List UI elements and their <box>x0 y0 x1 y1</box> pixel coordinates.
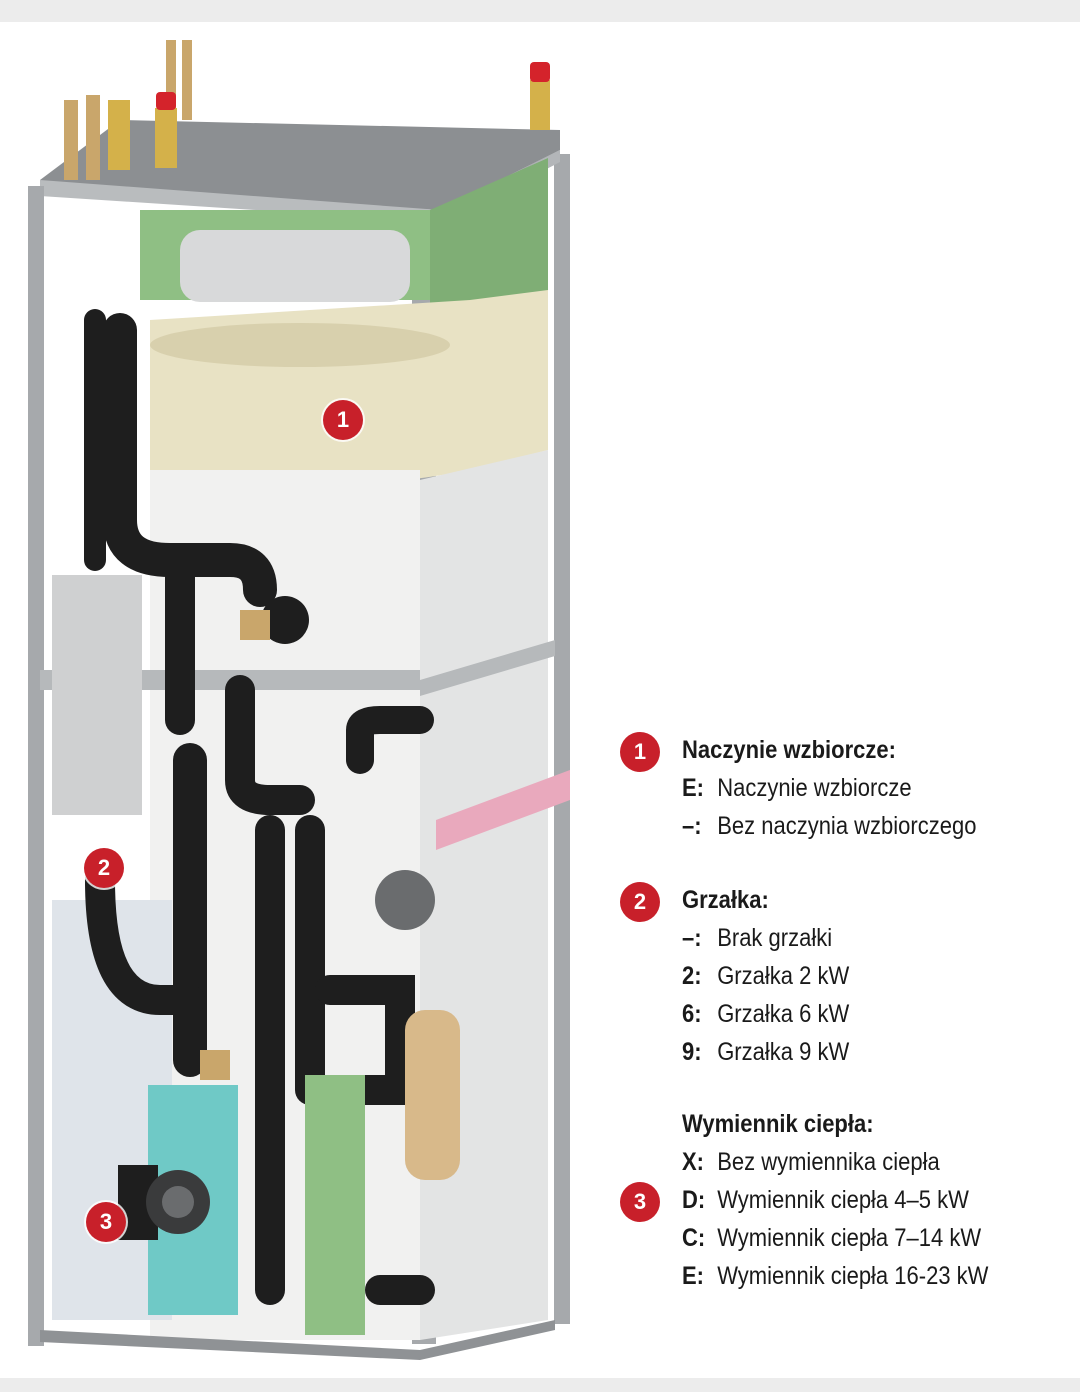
pink-bar <box>436 770 570 850</box>
legend-option: –: Brak grzałki <box>682 924 832 953</box>
top-frame-bar <box>0 0 1080 22</box>
option-label: Wymiennik ciepła 16-23 kW <box>717 1262 989 1290</box>
heat-pump-illustration <box>28 40 570 1360</box>
option-code: –: <box>682 812 702 840</box>
legend-option: D: Wymiennik ciepła 4–5 kW <box>682 1186 969 1215</box>
connector-pipe <box>64 100 78 180</box>
option-label: Wymiennik ciepła 7–14 kW <box>717 1224 982 1252</box>
option-code: D: <box>682 1186 706 1214</box>
expansion-vessel <box>180 230 410 302</box>
green-column <box>305 1075 365 1335</box>
option-code: E: <box>682 1262 704 1290</box>
legend-option: X: Bez wymiennika ciepła <box>682 1148 940 1177</box>
option-code: 6: <box>682 1000 702 1028</box>
callout-marker-3: 3 <box>86 1202 126 1242</box>
option-code: 2: <box>682 962 702 990</box>
legend-option: 2: Grzałka 2 kW <box>682 962 849 991</box>
option-label: Grzałka 6 kW <box>717 1000 850 1028</box>
legend-heading: Naczynie wzbiorcze: <box>682 736 896 764</box>
heater-cylinder <box>52 575 142 815</box>
legend-marker-1: 1 <box>620 732 660 772</box>
callout-marker-2: 2 <box>84 848 124 888</box>
legend-option: 9: Grzałka 9 kW <box>682 1038 849 1067</box>
legend-marker-3: 3 <box>620 1182 660 1222</box>
option-label: Bez wymiennika ciepła <box>717 1148 940 1176</box>
option-code: –: <box>682 924 702 952</box>
legend-option: E: Naczynie wzbiorcze <box>682 774 912 803</box>
brass-vessel <box>405 1010 460 1180</box>
legend-marker-2: 2 <box>620 882 660 922</box>
bottom-frame-bar <box>0 1378 1080 1392</box>
safety-valve-cap <box>156 92 176 110</box>
option-label: Bez naczynia wzbiorczego <box>717 812 977 840</box>
option-label: Wymiennik ciepła 4–5 kW <box>717 1186 969 1214</box>
legend-option: E: Wymiennik ciepła 16-23 kW <box>682 1262 988 1291</box>
legend-option: 6: Grzałka 6 kW <box>682 1000 849 1029</box>
circulation-pump <box>261 596 309 644</box>
option-code: C: <box>682 1224 706 1252</box>
frame-left-post <box>28 186 44 1346</box>
legend-heading: Wymiennik ciepła: <box>682 1110 874 1138</box>
legend-option: –: Bez naczynia wzbiorczego <box>682 812 976 841</box>
option-label: Naczynie wzbiorcze <box>717 774 912 802</box>
legend-option: C: Wymiennik ciepła 7–14 kW <box>682 1224 981 1253</box>
option-label: Brak grzałki <box>717 924 833 952</box>
option-label: Grzałka 9 kW <box>717 1038 850 1066</box>
option-label: Grzałka 2 kW <box>717 962 850 990</box>
option-code: 9: <box>682 1038 702 1066</box>
legend-heading: Grzałka: <box>682 886 769 914</box>
callout-marker-1: 1 <box>323 400 363 440</box>
tank-top <box>150 290 548 485</box>
frame-right-post <box>554 154 570 1324</box>
base-plate <box>40 1320 555 1360</box>
option-code: X: <box>682 1148 704 1176</box>
option-code: E: <box>682 774 704 802</box>
